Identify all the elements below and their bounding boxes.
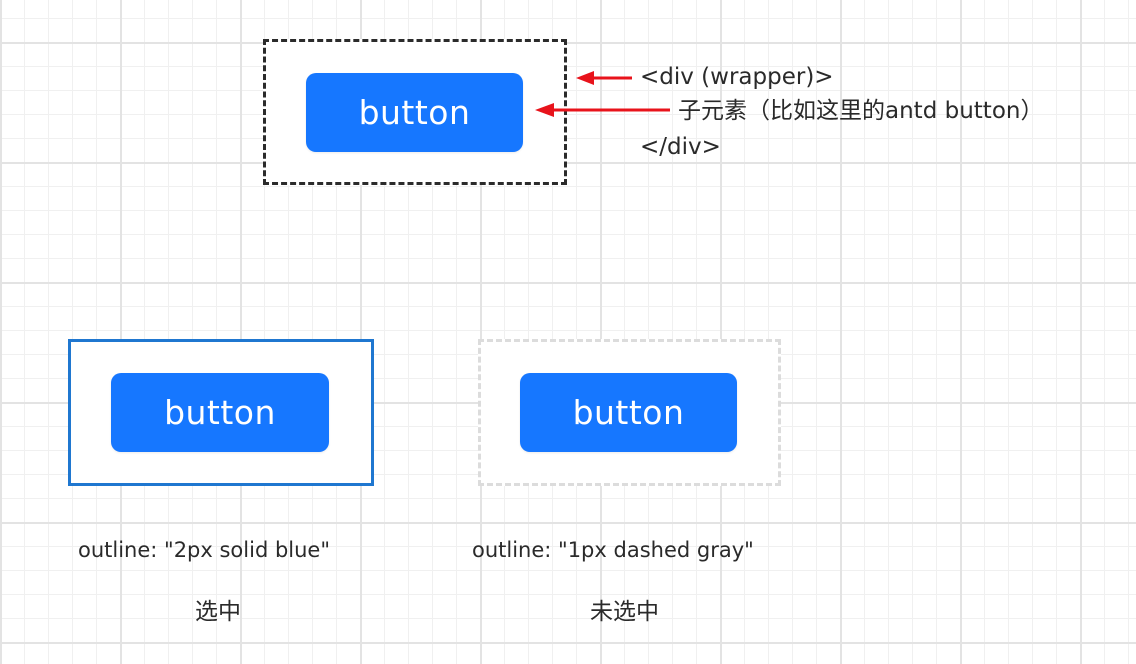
unselected-caption: outline: "1px dashed gray" <box>472 538 754 562</box>
unselected-state-label: 未选中 <box>590 599 659 625</box>
code-child-label: 子元素（比如这里的antd button） <box>678 98 1044 124</box>
selected-state-label: 选中 <box>195 599 241 625</box>
code-close-tag: </div> <box>640 134 721 160</box>
antd-button-unselected[interactable]: button <box>520 373 737 452</box>
selected-caption: outline: "2px solid blue" <box>78 538 331 562</box>
antd-button-selected[interactable]: button <box>111 373 329 452</box>
arrow-left-icon <box>576 71 632 85</box>
code-open-tag: <div (wrapper)> <box>640 64 834 90</box>
antd-button[interactable]: button <box>306 73 523 152</box>
